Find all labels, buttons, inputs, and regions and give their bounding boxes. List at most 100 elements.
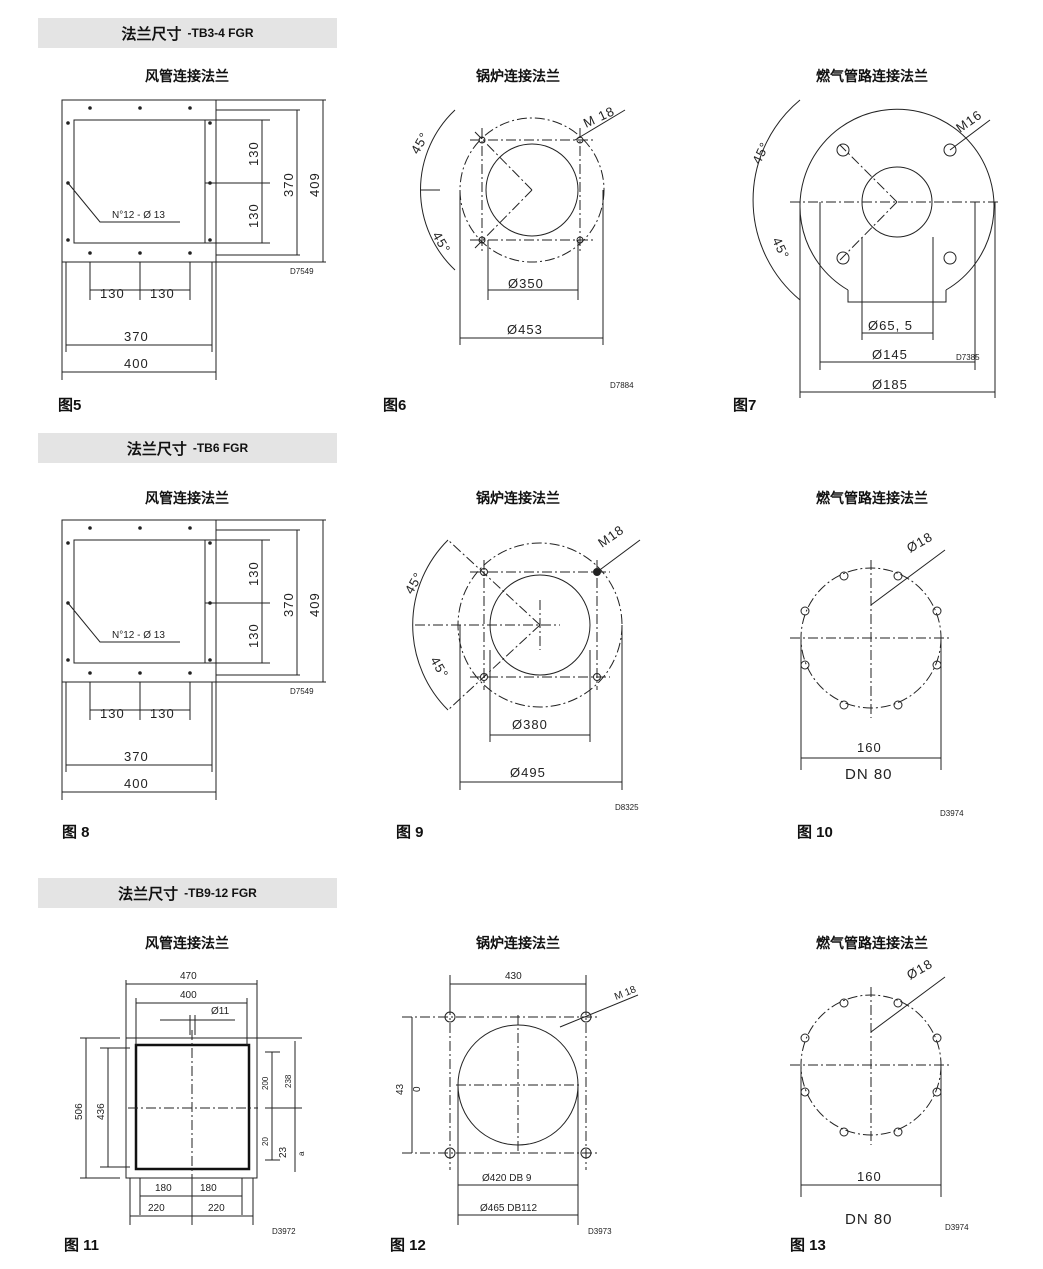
dim: 130 (246, 561, 261, 586)
dim: 436 (96, 1103, 107, 1120)
dim: Ø495 (510, 765, 546, 780)
dim: 470 (180, 971, 197, 982)
dim: 370 (124, 749, 149, 764)
figure-subtitle: 锅炉连接法兰 (476, 936, 560, 952)
figure-label: 图 8 (62, 824, 90, 841)
figure-subtitle: 锅炉连接法兰 (476, 69, 560, 85)
dim: 130 (150, 286, 175, 301)
angle-label: 45° (769, 235, 792, 262)
figure-subtitle: 燃气管路连接法兰 (816, 69, 928, 85)
figure-label: 图5 (58, 397, 82, 414)
dim: Ø350 (508, 276, 544, 291)
dim: Ø145 (872, 347, 908, 362)
dim: 400 (124, 776, 149, 791)
figure-label: 图 9 (396, 824, 424, 841)
figure-5-drawing: 130 130 370 409 130 130 370 400 N°12 - Ø… (61, 99, 327, 381)
angle-label: 45° (429, 229, 453, 256)
dim: a (297, 1151, 306, 1156)
holes-note: N°12 - Ø 13 (112, 630, 165, 641)
angle-label: 45° (408, 129, 432, 156)
dim: 20 (261, 1137, 270, 1146)
figure-13-drawing: Ø18 160 DN 80 D3974 (789, 956, 969, 1232)
figure-label: 图 13 (790, 1237, 826, 1254)
angle-label: 45° (749, 139, 772, 166)
figure-label: 图6 (383, 397, 407, 414)
figure-subtitle: 风管连接法兰 (145, 491, 229, 507)
dim: 370 (281, 172, 296, 197)
section-model: -TB9-12 FGR (184, 886, 257, 900)
section-model: -TB3-4 FGR (187, 26, 254, 40)
dim: Ø465 DB112 (480, 1203, 538, 1214)
figure-subtitle: 风管连接法兰 (145, 936, 229, 952)
dim: 160 (857, 740, 882, 755)
figure-label: 图 12 (390, 1237, 426, 1254)
dim: 506 (74, 1103, 85, 1120)
angle-label: 45° (427, 654, 451, 681)
dim: 0 (412, 1086, 423, 1092)
dim: 220 (208, 1203, 225, 1214)
thread-label: M 18 (581, 103, 617, 131)
figure-subtitle: 风管连接法兰 (145, 69, 229, 85)
dim: Ø185 (872, 377, 908, 392)
drawing-code: D7549 (290, 267, 314, 276)
section-title: 法兰尺寸 (121, 24, 182, 43)
section-title: 法兰尺寸 (118, 884, 179, 903)
dim: Ø65, 5 (868, 318, 913, 333)
section-header-tb3-4: 法兰尺寸 -TB3-4 FGR (38, 18, 337, 48)
section-header-tb9-12: 法兰尺寸 -TB9-12 FGR (38, 878, 337, 908)
section-model: -TB6 FGR (192, 441, 249, 455)
thread-label: M16 (953, 107, 985, 136)
figure-12-drawing: 430 43 0 M 18 Ø420 DB 9 Ø465 DB112 D3973 (395, 971, 639, 1236)
drawing-code: D3972 (272, 1227, 296, 1236)
dim: 200 (261, 1076, 270, 1090)
dim: 238 (284, 1074, 293, 1088)
dim: 409 (307, 172, 322, 197)
dim: 130 (100, 706, 125, 721)
figure-subtitle: 燃气管路连接法兰 (816, 936, 928, 952)
figure-11-drawing: 470 400 Ø11 506 436 200 238 20 23 a 180 … (74, 971, 306, 1236)
drawing-code: D3973 (588, 1227, 612, 1236)
drawing-code: D7884 (610, 381, 634, 390)
dim: 130 (246, 623, 261, 648)
drawing-code: D7385 (956, 353, 980, 362)
dim: 23 (278, 1146, 289, 1158)
dim: 130 (246, 141, 261, 166)
dim: 160 (857, 1169, 882, 1184)
figure-9-drawing: 45° 45° M18 Ø380 Ø495 D8325 (402, 522, 641, 812)
drawing-code: D8325 (615, 803, 639, 812)
figure-label: 图7 (733, 397, 757, 414)
dim: 180 (200, 1183, 217, 1194)
section-header-tb6: 法兰尺寸 -TB6 FGR (38, 433, 337, 463)
dim: 130 (150, 706, 175, 721)
dim: DN 80 (845, 766, 893, 783)
dim: 43 (395, 1083, 406, 1095)
dim: Ø380 (512, 717, 548, 732)
hole-label: Ø11 (211, 1006, 230, 1017)
dim: 400 (180, 990, 197, 1001)
dim: 180 (155, 1183, 172, 1194)
figure-10-drawing: Ø18 160 DN 80 D3974 (789, 529, 964, 818)
figure-subtitle: 锅炉连接法兰 (476, 491, 560, 507)
figure-label: 图 10 (797, 824, 833, 841)
dim: 409 (307, 592, 322, 617)
dim: 130 (246, 203, 261, 228)
section-title: 法兰尺寸 (126, 439, 187, 458)
figure-6-drawing: 45° 45° M 18 Ø350 Ø453 D7884 (408, 103, 635, 390)
thread-label: Ø18 (904, 529, 935, 556)
figure-label: 图 11 (64, 1237, 100, 1254)
drawing-code: D3974 (945, 1223, 969, 1232)
dim: Ø453 (507, 322, 543, 337)
thread-label: M18 (595, 522, 627, 551)
dim: 220 (148, 1203, 165, 1214)
figure-7-drawing: 45° 45° M16 Ø65, 5 Ø145 Ø185 D7385 (749, 99, 1000, 398)
angle-label: 45° (402, 569, 426, 596)
dim: 400 (124, 356, 149, 371)
thread-label: Ø18 (904, 956, 935, 983)
holes-note: N°12 - Ø 13 (112, 210, 165, 221)
figure-8-drawing: 130 130 370 409 130 130 370 400 N°12 - Ø… (61, 519, 327, 801)
dim: Ø420 DB 9 (482, 1173, 532, 1184)
dim: 130 (100, 286, 125, 301)
dim: 370 (124, 329, 149, 344)
drawing-code: D3974 (940, 809, 964, 818)
dim: 370 (281, 592, 296, 617)
